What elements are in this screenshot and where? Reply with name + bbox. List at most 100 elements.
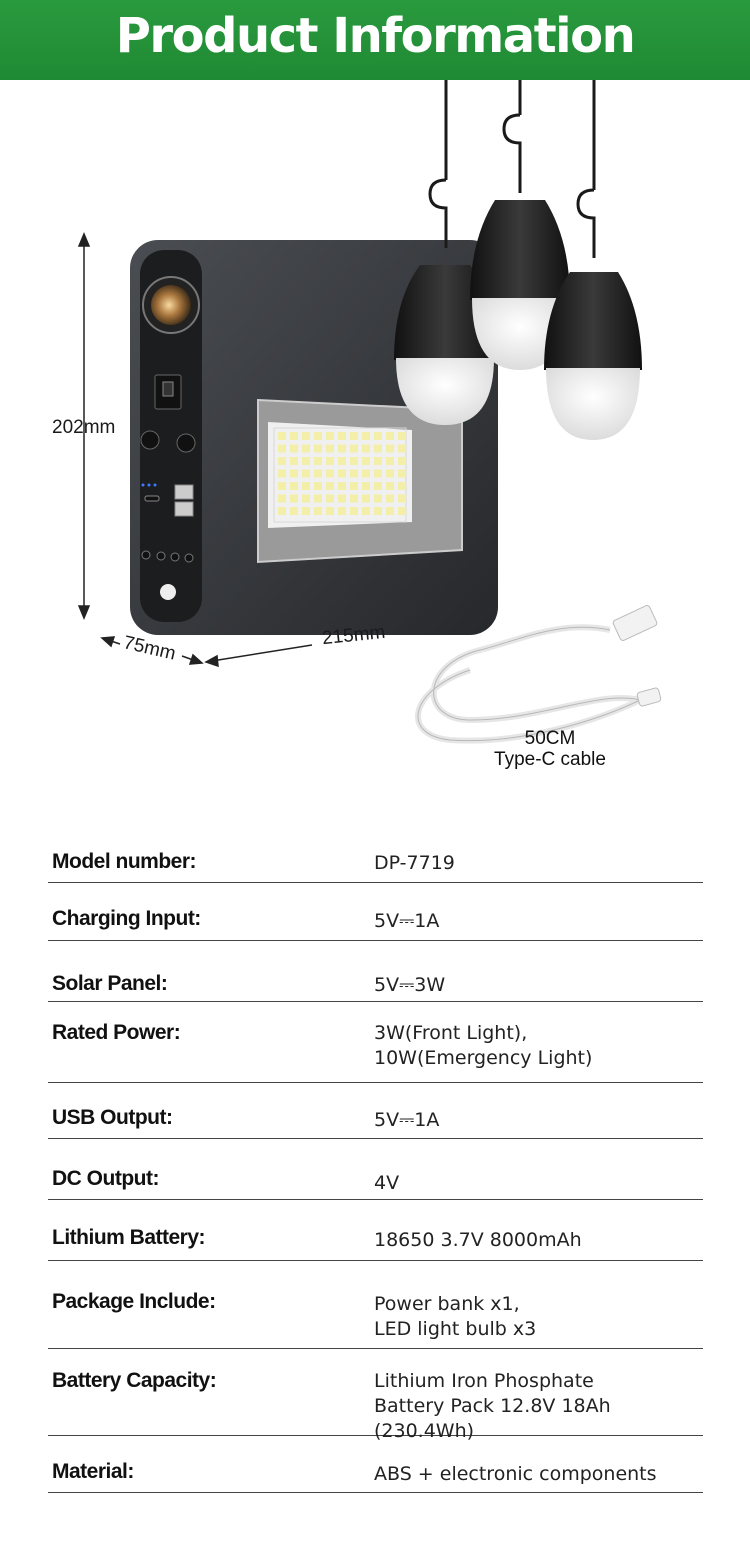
led-chip bbox=[314, 432, 322, 440]
led-chip bbox=[350, 482, 358, 490]
spec-row: Model number: DP-7719 bbox=[48, 830, 703, 883]
led-chip bbox=[338, 457, 346, 465]
led-chip bbox=[386, 444, 394, 453]
led-chip bbox=[314, 444, 322, 453]
led-chip bbox=[350, 457, 358, 465]
spec-label: Charging Input: bbox=[52, 907, 201, 930]
led-chip bbox=[386, 432, 394, 440]
led-chip bbox=[398, 444, 406, 453]
type-c-cable bbox=[415, 624, 649, 744]
led-chip bbox=[278, 494, 286, 503]
header-banner: Product Information bbox=[0, 0, 750, 80]
led-grid bbox=[273, 427, 407, 523]
spec-row: Charging Input: 5V⎓1A bbox=[48, 883, 703, 941]
led-chip bbox=[290, 482, 298, 490]
cable-type: Type-C cable bbox=[494, 749, 606, 770]
led-chip bbox=[350, 432, 358, 440]
usb-a-plug bbox=[612, 605, 658, 641]
flashlight-lens bbox=[151, 285, 191, 325]
led-chip bbox=[302, 494, 310, 503]
led-chip bbox=[386, 482, 394, 490]
led-chip bbox=[290, 507, 298, 515]
led-chip bbox=[278, 507, 286, 515]
led-chip bbox=[302, 482, 310, 490]
cable-caption: 50CM Type-C cable bbox=[480, 728, 620, 770]
led-chip bbox=[302, 457, 310, 465]
led-chip bbox=[290, 494, 298, 503]
spec-value: 5V⎓3W bbox=[374, 974, 446, 996]
spec-value: Lithium Iron Phosphate bbox=[374, 1370, 594, 1392]
hanging-wires bbox=[428, 80, 596, 258]
led-chip bbox=[314, 494, 322, 503]
led-chip bbox=[374, 444, 382, 453]
led-chip bbox=[386, 494, 394, 503]
led-chip bbox=[326, 432, 334, 440]
spec-label: Package Include: bbox=[52, 1290, 216, 1313]
spec-value: 4V bbox=[374, 1172, 400, 1194]
led-chip bbox=[326, 494, 334, 503]
spec-value: DP-7719 bbox=[374, 852, 455, 874]
led-chip bbox=[314, 482, 322, 490]
led-chip bbox=[362, 469, 370, 478]
led-chip bbox=[302, 469, 310, 478]
led-chip bbox=[326, 457, 334, 465]
led-bulb-center bbox=[470, 200, 570, 370]
spec-row: USB Output: 5V⎓1A bbox=[48, 1083, 703, 1139]
led-chip bbox=[338, 432, 346, 440]
led-chip bbox=[338, 469, 346, 478]
led-chip bbox=[386, 469, 394, 478]
page-title: Product Information bbox=[115, 8, 636, 64]
spec-row: DC Output: 4V bbox=[48, 1139, 703, 1200]
led-chip bbox=[350, 469, 358, 478]
spec-row: Lithium Battery: 18650 3.7V 8000mAh bbox=[48, 1200, 703, 1261]
led-chip bbox=[398, 469, 406, 478]
spec-value: 5V⎓1A bbox=[374, 910, 440, 932]
led-chip bbox=[374, 494, 382, 503]
product-illustration bbox=[77, 80, 662, 744]
led-chip bbox=[290, 469, 298, 478]
height-dimension: 202mm bbox=[52, 417, 116, 438]
spec-label: Model number: bbox=[52, 850, 197, 873]
led-chip bbox=[362, 432, 370, 440]
usb-c-plug bbox=[636, 687, 662, 707]
led-chip bbox=[302, 432, 310, 440]
spec-row: Rated Power: 3W(Front Light), 10W(Emerge… bbox=[48, 1002, 703, 1083]
led-chip bbox=[350, 507, 358, 515]
spec-row: Package Include: Power bank x1, LED ligh… bbox=[48, 1261, 703, 1349]
spec-value: 5V⎓1A bbox=[374, 1109, 440, 1131]
led-chip bbox=[326, 482, 334, 490]
led-chip bbox=[314, 469, 322, 478]
spec-value: 18650 3.7V 8000mAh bbox=[374, 1229, 582, 1251]
led-chip bbox=[362, 482, 370, 490]
led-chip bbox=[362, 507, 370, 515]
led-chip bbox=[338, 494, 346, 503]
led-chip bbox=[290, 444, 298, 453]
led-chip bbox=[314, 507, 322, 515]
spec-value-line2: Battery Pack 12.8V 18Ah (230.4Wh) bbox=[374, 1395, 611, 1442]
led-chip bbox=[290, 457, 298, 465]
led-chip bbox=[326, 469, 334, 478]
spec-row: Solar Panel: 5V⎓3W bbox=[48, 941, 703, 1002]
led-chip bbox=[338, 444, 346, 453]
led-chip bbox=[386, 457, 394, 465]
led-chip bbox=[326, 444, 334, 453]
led-bulb-right bbox=[544, 272, 642, 440]
spec-label: DC Output: bbox=[52, 1167, 159, 1190]
led-chip bbox=[338, 507, 346, 515]
led-chip bbox=[398, 507, 406, 515]
led-chip bbox=[302, 444, 310, 453]
led-chip bbox=[278, 432, 286, 440]
led-chip bbox=[302, 507, 310, 515]
led-chip bbox=[398, 457, 406, 465]
led-chip bbox=[326, 507, 334, 515]
led-chip bbox=[374, 469, 382, 478]
led-chip bbox=[338, 482, 346, 490]
led-chip bbox=[398, 494, 406, 503]
spec-label: Battery Capacity: bbox=[52, 1369, 217, 1392]
led-chip bbox=[374, 457, 382, 465]
led-chip bbox=[314, 457, 322, 465]
spec-value-line2: LED light bulb x3 bbox=[374, 1318, 537, 1340]
spec-label: Lithium Battery: bbox=[52, 1226, 206, 1249]
led-chip bbox=[386, 507, 394, 515]
spec-value: ABS + electronic components bbox=[374, 1463, 657, 1485]
